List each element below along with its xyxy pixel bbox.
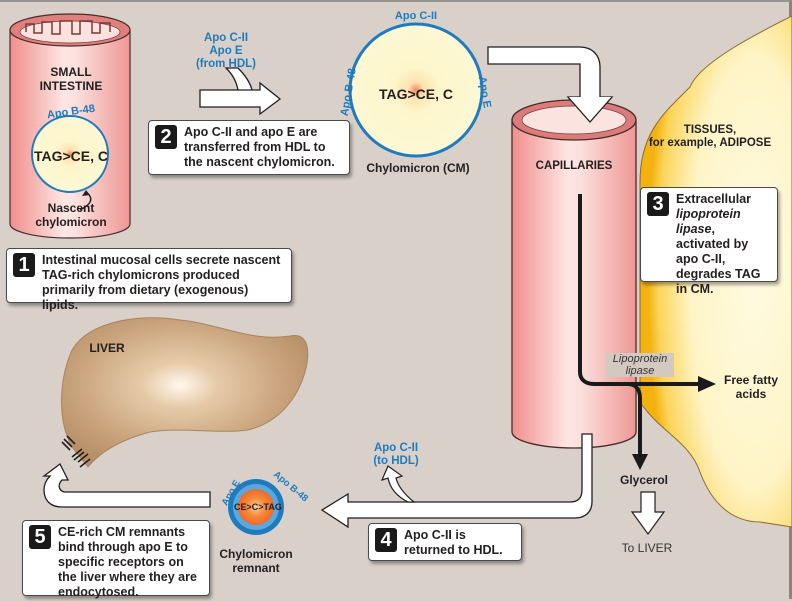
step-2-box: 2 Apo C-II and apo E are transferred fro… (148, 120, 350, 175)
to-liver-arrow (630, 491, 666, 536)
liver-label: LIVER (89, 341, 125, 355)
step-text: Intestinal mucosal cells secrete nascent… (42, 253, 281, 312)
step-number: 5 (29, 525, 51, 549)
cm-caption: Chylomicron (CM) (366, 161, 470, 175)
step-number: 3 (647, 192, 669, 216)
remnant-return-arrow (320, 433, 593, 529)
hdl-transfer-arrow (199, 67, 282, 116)
cm-apo-c2-label: Apo C-II (394, 10, 438, 22)
step-1-box: 1 Intestinal mucosal cells secrete nasce… (6, 248, 292, 312)
glycerol-label: Glycerol (619, 473, 669, 487)
step-3-box: 3 Extracellular lipoprotein lipase, acti… (640, 187, 778, 296)
liver-receptors (61, 435, 91, 468)
tissues-label: TISSUES, for example, ADIPOSE (648, 124, 772, 150)
step-number: 4 (375, 528, 397, 552)
small-intestine-label: SMALL INTESTINE (39, 65, 103, 93)
liver-organ (61, 317, 309, 468)
chylomicron-particle (348, 22, 484, 158)
lipase-pathway (578, 194, 700, 386)
step-5-box: 5 CE-rich CM remnants bind through apo E… (22, 520, 210, 599)
capillary-vessel (511, 96, 637, 449)
step-text: Apo C-II is returned to HDL. (404, 528, 503, 557)
capillaries-label: CAPILLARIES (535, 160, 613, 172)
step-text: Apo C-II and apo E are transferred from … (184, 125, 335, 169)
lipase-label: Lipoprotein lipase (606, 353, 674, 378)
step-number: 1 (13, 253, 35, 277)
step-text: Extracellular lipoprotein lipase, activa… (676, 192, 761, 296)
remnant-contents-label: CE>C>TAG (234, 502, 282, 512)
remnant-to-liver-arrow (42, 463, 211, 508)
nascent-chylomicron-label: Nascent chylomicron (35, 201, 107, 229)
hdl-transfer-label: Apo C-II Apo E (from HDL) (195, 32, 257, 71)
apo-c2-to-hdl-label: Apo C-II (to HDL) (373, 442, 419, 468)
remnant-caption: Chylomicron remnant (219, 547, 293, 575)
small-intestine (9, 13, 131, 239)
step-4-box: 4 Apo C-II is returned to HDL. (368, 523, 522, 561)
to-liver-label: To LIVER (621, 541, 673, 555)
step-text: CE-rich CM remnants bind through apo E t… (58, 525, 197, 599)
step-number: 2 (155, 125, 177, 149)
cm-contents-label: TAG>CE, C (378, 86, 454, 102)
apo-return-arrow (380, 465, 416, 503)
nascent-contents-label: TAG>CE, C (33, 148, 109, 164)
free-fatty-acids-label: Free fatty acids (723, 373, 779, 401)
